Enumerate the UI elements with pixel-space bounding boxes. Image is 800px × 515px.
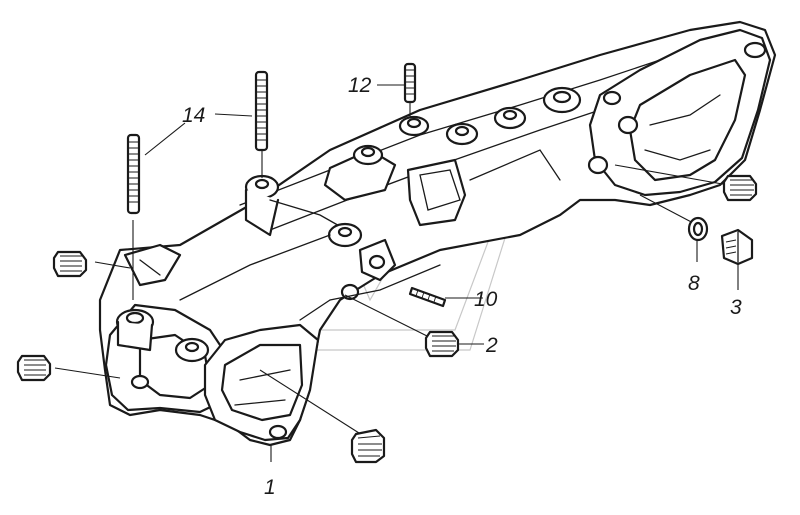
callout-2: 2 xyxy=(485,334,498,357)
plug xyxy=(720,228,754,266)
leader-lines xyxy=(54,84,739,462)
callout-14: 14 xyxy=(182,104,205,127)
callout-3: 3 xyxy=(730,296,742,319)
set-screw-bottom xyxy=(350,428,386,464)
callout-1: 1 xyxy=(264,476,276,499)
stud-short xyxy=(403,62,417,104)
callout-12: 12 xyxy=(348,74,372,97)
callout-8: 8 xyxy=(688,272,700,295)
callout-10: 10 xyxy=(474,288,498,311)
washer xyxy=(687,216,709,242)
exhaust-manifold-body xyxy=(98,20,777,447)
set-screw-right xyxy=(722,174,758,202)
stud-long-right xyxy=(254,70,269,152)
set-screw-middle xyxy=(424,330,460,358)
stud-long-left xyxy=(126,133,141,215)
callout-labels: 14 12 10 2 8 3 1 xyxy=(182,74,742,499)
set-screw-left-lower xyxy=(16,354,52,382)
set-screw-left-upper xyxy=(52,250,88,278)
pin xyxy=(408,286,447,308)
